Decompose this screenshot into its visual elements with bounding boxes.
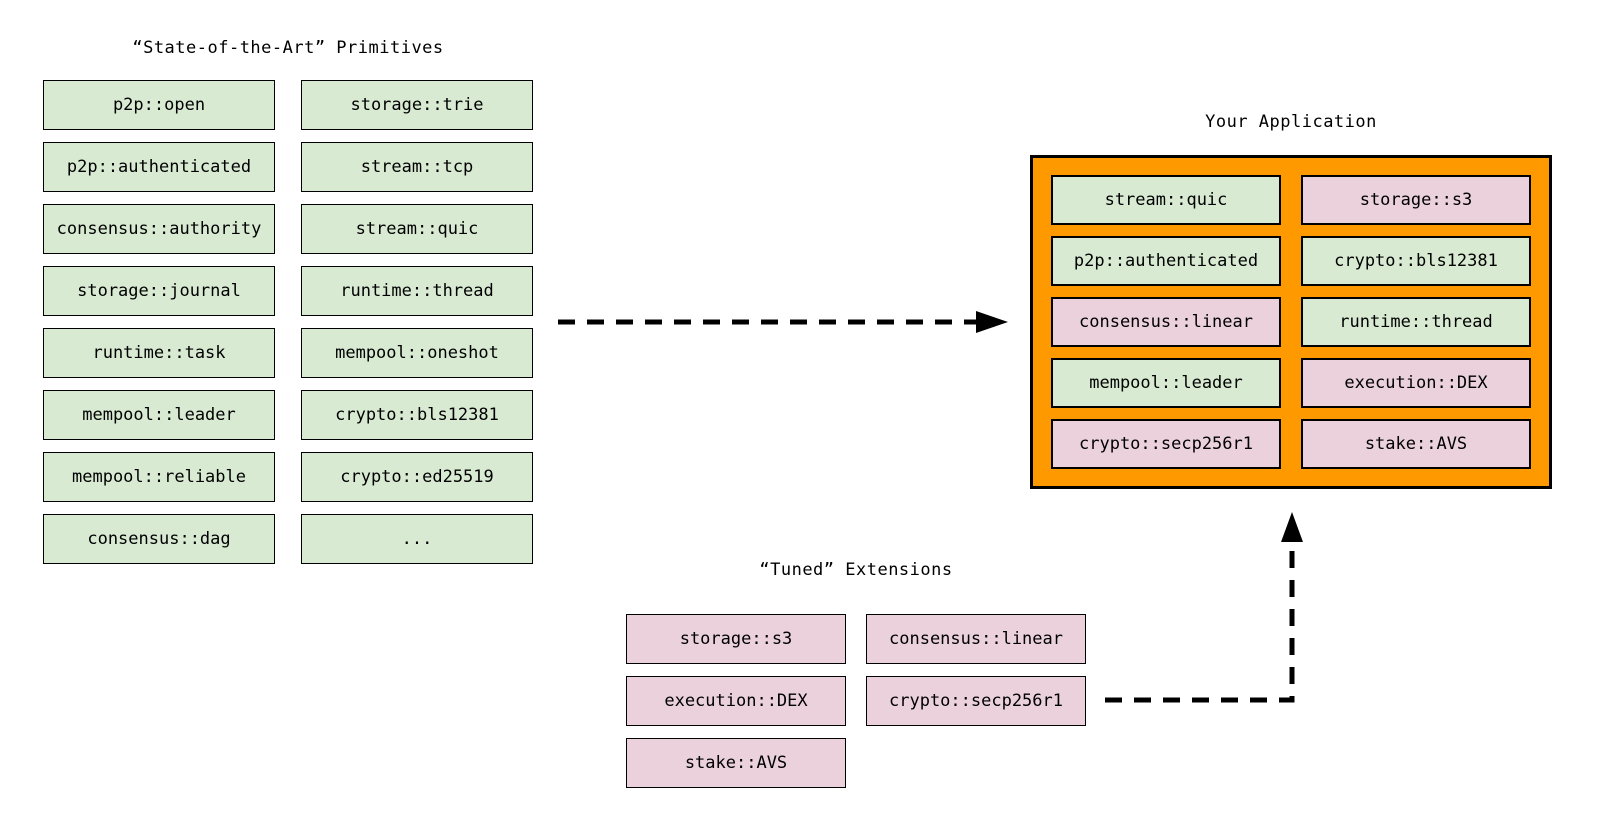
primitive-box: storage::trie <box>301 80 533 130</box>
primitive-box: runtime::task <box>43 328 275 378</box>
extension-box: consensus::linear <box>866 614 1086 664</box>
app-module-box: crypto::bls12381 <box>1301 236 1531 286</box>
extensions-to-application-arrow <box>1105 512 1303 703</box>
primitive-box: stream::tcp <box>301 142 533 192</box>
app-module-box: crypto::secp256r1 <box>1051 419 1281 469</box>
primitive-box: storage::journal <box>43 266 275 316</box>
app-module-box: runtime::thread <box>1301 297 1531 347</box>
app-module-box: consensus::linear <box>1051 297 1281 347</box>
extensions-title: “Tuned” Extensions <box>759 560 953 580</box>
app-module-box: execution::DEX <box>1301 358 1531 408</box>
application-title: Your Application <box>1205 112 1377 132</box>
app-module-box: mempool::leader <box>1051 358 1281 408</box>
app-module-box: storage::s3 <box>1301 175 1531 225</box>
primitive-box: crypto::ed25519 <box>301 452 533 502</box>
primitive-box: crypto::bls12381 <box>301 390 533 440</box>
extension-box: stake::AVS <box>626 738 846 788</box>
primitive-box: ... <box>301 514 533 564</box>
primitives-to-application-arrow <box>558 311 1008 333</box>
extension-box: execution::DEX <box>626 676 846 726</box>
primitive-box: stream::quic <box>301 204 533 254</box>
primitive-box: mempool::reliable <box>43 452 275 502</box>
app-module-box: p2p::authenticated <box>1051 236 1281 286</box>
extension-box: crypto::secp256r1 <box>866 676 1086 726</box>
primitives-title: “State-of-the-Art” Primitives <box>132 38 444 58</box>
arrowhead-right-icon <box>976 311 1008 333</box>
primitive-box: p2p::authenticated <box>43 142 275 192</box>
primitive-box: runtime::thread <box>301 266 533 316</box>
primitive-box: mempool::leader <box>43 390 275 440</box>
primitive-box: p2p::open <box>43 80 275 130</box>
primitive-box: mempool::oneshot <box>301 328 533 378</box>
primitive-box: consensus::dag <box>43 514 275 564</box>
extension-box: storage::s3 <box>626 614 846 664</box>
app-module-box: stream::quic <box>1051 175 1281 225</box>
primitive-box: consensus::authority <box>43 204 275 254</box>
app-module-box: stake::AVS <box>1301 419 1531 469</box>
dashed-line-elbow <box>1105 544 1295 703</box>
arrowhead-up-icon <box>1281 512 1303 542</box>
